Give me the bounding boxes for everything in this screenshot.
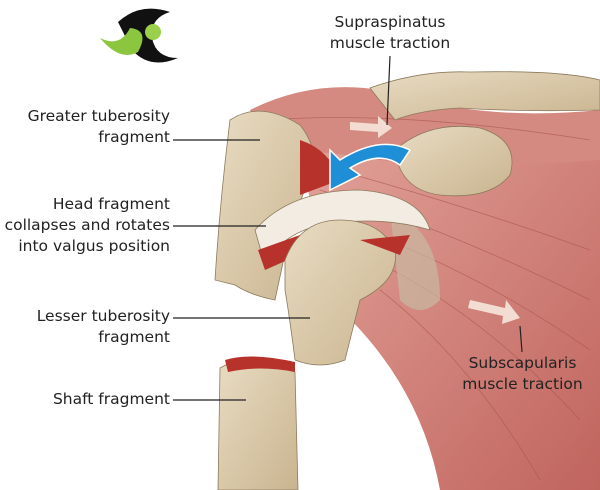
greater-tuberosity-bone [214,110,314,301]
label-line: collapses and rotates [4,216,170,234]
label-line: Head fragment [52,195,170,213]
label-line: into valgus position [18,237,170,255]
coracoid [394,125,513,197]
label-line: fragment [98,328,170,346]
subscapularis-traction-arrow [468,300,520,324]
leader-lines [173,55,523,401]
supraspinatus-traction-arrow [350,116,392,138]
label-line: muscle traction [462,375,583,393]
label-line: fragment [98,128,170,146]
rotation-arrow [329,143,412,192]
label-shaft: Shaft fragment [0,389,170,410]
label-head-fragment: Head fragment collapses and rotates into… [0,194,170,257]
head-fragment-bone [254,189,431,267]
label-greater-tuberosity: Greater tuberosity fragment [0,106,170,148]
label-line: Subscapularis [468,354,577,372]
label-line: Supraspinatus [334,13,446,31]
label-lesser-tuberosity: Lesser tuberosity fragment [0,306,170,348]
logo [100,8,178,63]
supraspinatus-muscle [250,87,600,165]
label-line: Greater tuberosity [27,107,170,125]
label-subscapularis: Subscapularis muscle traction [445,353,600,395]
glenoid [390,210,440,310]
acromion [369,71,600,121]
label-line: muscle traction [329,34,451,52]
shaft-bone [217,359,299,490]
label-supraspinatus: Supraspinatus muscle traction [310,12,470,54]
label-line: Lesser tuberosity [36,307,170,325]
label-line: Shaft fragment [52,390,170,408]
lesser-tuberosity-bone [284,219,396,366]
